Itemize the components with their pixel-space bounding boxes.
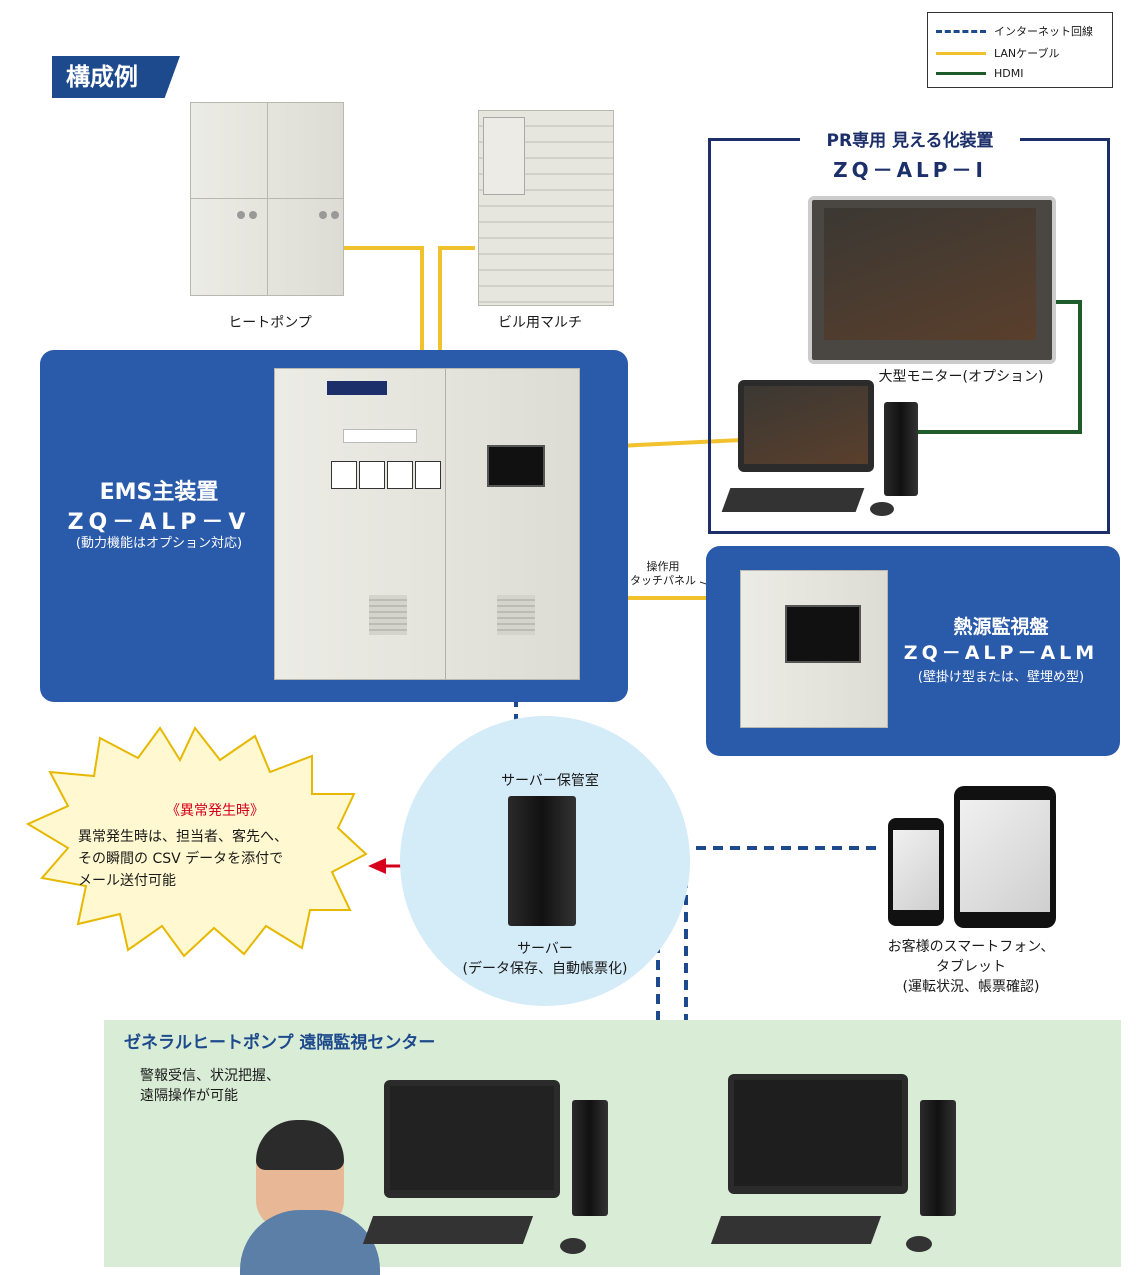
legend-item-hdmi: HDMI <box>936 67 1023 80</box>
large-monitor <box>808 196 1056 364</box>
heat-pump-label: ヒートポンプ <box>228 315 312 331</box>
legend-swatch-hdmi <box>936 72 986 75</box>
alert-title: 《異常発生時》 <box>166 803 264 819</box>
smartphone-label: お客様のスマートフォン、 タブレット (運転状況、帳票確認) <box>887 939 1055 995</box>
smartphone-icon <box>888 818 944 926</box>
pr-pc-tower <box>884 402 918 496</box>
legend-item-internet: インターネット回線 <box>936 23 1093 39</box>
legend-label-hdmi: HDMI <box>994 67 1024 80</box>
legend-swatch-internet <box>936 29 986 33</box>
server-label: サーバー (データ保存、自動帳票化) <box>462 941 628 977</box>
building-multi-label: ビル用マルチ <box>498 315 582 331</box>
heat-pump-unit <box>190 102 344 296</box>
alert-burst <box>25 726 368 958</box>
section-title: 構成例 <box>66 63 138 91</box>
pr-box-model: ZQ－ALP－Ⅰ <box>833 158 987 182</box>
touch-panel-screen[interactable] <box>487 445 545 487</box>
heat-source-title: 熱源監視盤 <box>953 616 1049 638</box>
legend-label-internet: インターネット回線 <box>994 25 1093 38</box>
center-pc2-tower <box>920 1100 956 1216</box>
large-monitor-label: 大型モニター(オプション) <box>878 369 1044 385</box>
legend-swatch-lan <box>936 51 986 55</box>
large-monitor-screen <box>824 208 1036 340</box>
center-pc1-monitor <box>384 1080 560 1198</box>
heat-source-screen <box>785 605 861 663</box>
legend-label-lan: LANケーブル <box>994 47 1060 60</box>
legend-item-lan: LANケーブル <box>936 45 1059 61</box>
ems-note: (動力機能はオプション対応) <box>75 536 243 551</box>
legend: インターネット回線 LANケーブル HDMI <box>927 12 1113 88</box>
ems-model: ZQ－ALP－V <box>67 510 251 535</box>
center-pc1-keyboard <box>362 1216 534 1244</box>
pr-pc-monitor <box>738 380 874 472</box>
server-room-label: サーバー保管室 <box>501 773 599 789</box>
section-title-badge: 構成例 <box>52 56 180 98</box>
ems-title: EMS主装置 <box>99 480 219 505</box>
center-pc2-mouse <box>906 1236 932 1252</box>
server-tower <box>508 796 576 926</box>
touch-panel-label: 操作用 タッチパネル <box>630 560 696 587</box>
center-pc2-keyboard <box>710 1216 882 1244</box>
center-pc2-monitor <box>728 1074 908 1194</box>
heat-source-cabinet <box>740 570 888 728</box>
center-pc1-mouse <box>560 1238 586 1254</box>
heat-source-model: ZQ－ALP－ALM <box>903 642 1099 664</box>
pr-pc-mouse <box>870 502 894 516</box>
tablet-icon <box>954 786 1056 928</box>
center-text: 警報受信、状況把握、 遠隔操作が可能 <box>140 1068 280 1104</box>
pr-pc-keyboard <box>721 488 865 512</box>
center-pc1-tower <box>572 1100 608 1216</box>
building-multi-unit <box>478 110 614 306</box>
ems-cabinet <box>274 368 580 680</box>
pr-box-title: PR専用 見える化装置 <box>800 126 1020 151</box>
center-title: ゼネラルヒートポンプ 遠隔監視センター <box>124 1033 436 1053</box>
alert-text: 異常発生時は、担当者、客先へ、 その瞬間の CSV データを添付で メール送付可… <box>78 829 288 889</box>
heat-source-note: (壁掛け型または、壁埋め型) <box>917 670 1085 685</box>
